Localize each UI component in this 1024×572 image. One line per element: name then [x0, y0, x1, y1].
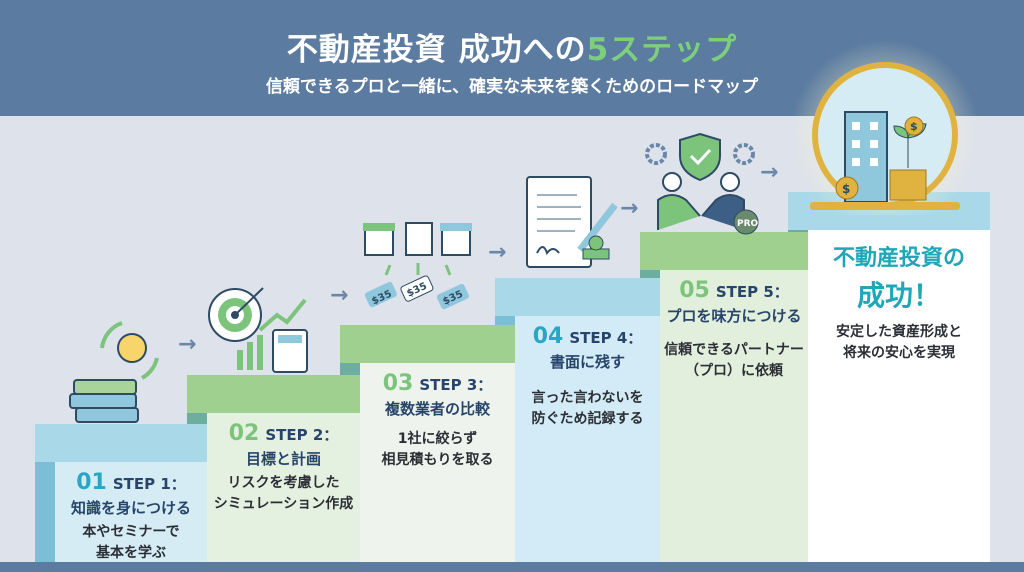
- arrow-right-icon: →: [178, 332, 197, 357]
- arrow-right-icon: →: [488, 240, 507, 265]
- step-title: 複数業者の比較: [384, 400, 490, 418]
- step-desc: 相見積もりを取る: [381, 452, 494, 468]
- step-desc: シミュレーション作成: [213, 496, 354, 512]
- step-desc: （プロ）に依頼: [685, 363, 783, 379]
- signed-contract-stamp-icon: [526, 176, 618, 268]
- step-1: 01 STEP 1： 知識を身につける 本やセミナーで基本を学ぶ: [35, 424, 207, 562]
- step-label: STEP 5：: [715, 283, 789, 301]
- page-subtitle: 信頼できるプロと一緒に、確実な未来を築くためのロードマップ: [265, 77, 759, 97]
- final-title: 不動産投資の: [832, 246, 965, 271]
- handshake-pro-shield-icon: PRO: [645, 132, 759, 235]
- page-title: 不動産投資 成功への5ステップ: [286, 32, 738, 68]
- step-4: 04 STEP 4： 書面に残す 言った言わないを防ぐため記録する: [495, 278, 660, 562]
- books-lightbulb-icon: [69, 321, 159, 423]
- pro-badge-text: PRO: [737, 219, 759, 229]
- step-3: 03 STEP 3： 複数業者の比較 1社に絞らず相見積もりを取る: [340, 325, 515, 562]
- final-step: 不動産投資の 成功！ 安定した資産形成と将来の安心を実現: [788, 192, 990, 562]
- step-desc: リスクを考慮した: [227, 475, 340, 491]
- building-coins-success-icon: $ $: [790, 40, 980, 215]
- step-desc: 1社に絞らず: [397, 431, 478, 447]
- step-label: STEP 3：: [419, 376, 493, 394]
- step-desc: 信頼できるパートナー: [664, 342, 804, 358]
- step-desc: 本やセミナーで: [82, 524, 180, 540]
- step-number: 02: [228, 421, 260, 446]
- step-label: STEP 1：: [112, 475, 186, 493]
- target-chart-calculator-icon: [208, 287, 308, 373]
- step-desc: 基本を学ぶ: [96, 545, 166, 561]
- arrow-right-icon: →: [330, 283, 349, 308]
- final-desc: 安定した資産形成と: [836, 324, 962, 340]
- footer-band: [0, 562, 1024, 572]
- step-desc: 防ぐため記録する: [531, 411, 644, 427]
- step-title: 目標と計画: [245, 450, 321, 468]
- step-2: 02 STEP 2： 目標と計画 リスクを考慮したシミュレーション作成: [187, 375, 360, 562]
- coin-text: $: [842, 182, 850, 196]
- arrow-right-icon: →: [620, 196, 639, 221]
- final-desc: 将来の安心を実現: [843, 345, 955, 361]
- step-number: 04: [532, 324, 564, 349]
- step-title: プロを味方につける: [666, 307, 802, 325]
- step-number: 03: [382, 371, 414, 396]
- compare-shops-price-tags-icon: $35 $35 $35: [363, 222, 472, 310]
- step-number: 05: [679, 278, 710, 303]
- step-title: 知識を身につける: [70, 499, 191, 517]
- arrow-right-icon: →: [760, 160, 779, 185]
- step-desc: 言った言わないを: [531, 390, 644, 406]
- step-label: STEP 4：: [569, 329, 643, 347]
- coin-text: $: [910, 120, 918, 133]
- step-5: 05 STEP 5： プロを味方につける 信頼できるパートナー （プロ）に依頼: [640, 232, 808, 562]
- step-label: STEP 2：: [265, 426, 339, 444]
- step-title: 書面に残す: [549, 353, 625, 371]
- final-title-emphasis: 成功！: [856, 279, 941, 312]
- step-number: 01: [76, 470, 107, 495]
